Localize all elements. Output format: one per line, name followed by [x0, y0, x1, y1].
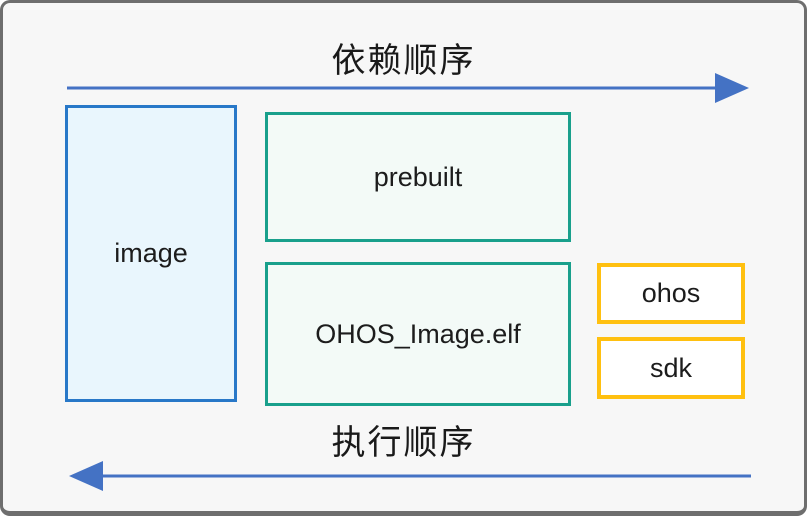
image-box-label: image [114, 238, 188, 268]
ohos-box: ohos [597, 263, 745, 324]
sdk-box-label: sdk [649, 352, 693, 383]
sdk-box: sdk [597, 337, 745, 399]
prebuilt-box: prebuilt [265, 112, 571, 242]
execution-arrow-head [69, 461, 103, 491]
ohos-image-elf-box-label: OHOS_Image.elf [315, 318, 521, 349]
execution-arrow-left-icon [69, 461, 751, 491]
ohos-box-label: ohos [641, 278, 701, 308]
execution-order-label: 执行顺序 [331, 424, 476, 462]
ohos-image-elf-box: OHOS_Image.elf [265, 262, 571, 406]
image-box: image [65, 105, 237, 402]
prebuilt-box-label: prebuilt [373, 161, 463, 192]
dependency-arrow-right-icon [67, 73, 749, 103]
dependency-arrow-head [715, 73, 749, 103]
dependency-order-label: 依赖顺序 [331, 42, 476, 80]
